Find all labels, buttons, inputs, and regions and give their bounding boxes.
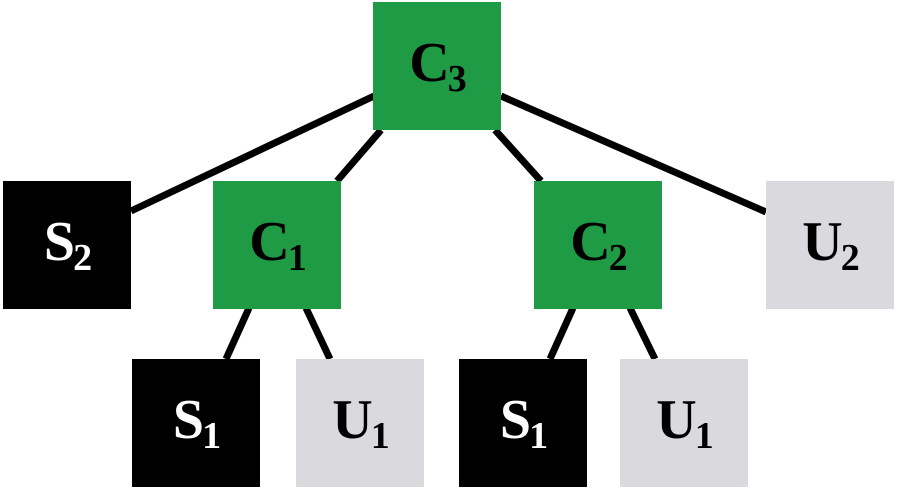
- node-c3: C3: [373, 2, 501, 130]
- node-c2: C2: [534, 181, 662, 309]
- node-label: U1: [332, 388, 389, 457]
- node-label: U1: [656, 388, 713, 457]
- node-label: U2: [802, 210, 859, 279]
- node-label: C1: [249, 210, 306, 279]
- edge-c3-c2: [492, 127, 544, 184]
- node-u1-right: U1: [620, 359, 748, 487]
- node-u1-left: U1: [296, 359, 424, 487]
- node-c1: C1: [213, 181, 341, 309]
- edge-c1-s1: [222, 306, 253, 361]
- node-label: C2: [570, 210, 627, 279]
- node-s2: S2: [3, 181, 131, 309]
- edge-c3-c1: [334, 127, 384, 184]
- node-u2: U2: [766, 181, 894, 309]
- node-label: S1: [172, 388, 221, 457]
- node-label: S1: [499, 388, 548, 457]
- node-s1-left: S1: [132, 359, 260, 487]
- edge-c2-u1: [626, 306, 659, 361]
- node-label: S2: [43, 210, 92, 279]
- node-s1-right: S1: [459, 359, 587, 487]
- edge-c3-s2: [129, 92, 376, 215]
- edge-c3-u2: [499, 92, 768, 216]
- edge-c2-s1: [546, 306, 577, 361]
- edge-c1-u1: [302, 306, 334, 361]
- node-label: C3: [409, 31, 466, 100]
